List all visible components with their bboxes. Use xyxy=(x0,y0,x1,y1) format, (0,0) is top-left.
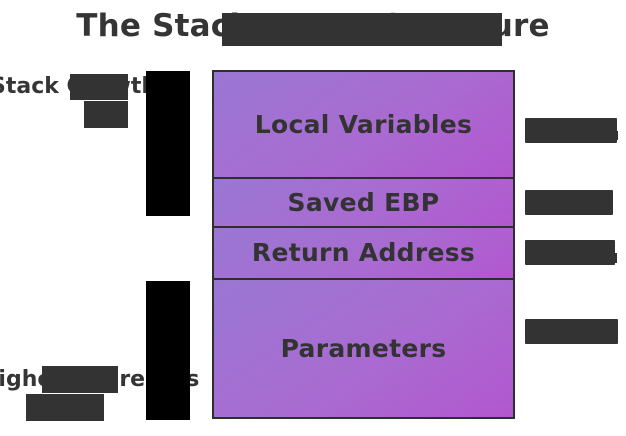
stack-cell-label: Return Address xyxy=(251,238,476,268)
higher-addresses-arrow-redaction xyxy=(146,281,190,420)
stack-cell-saved-ebp[interactable]: Saved EBP xyxy=(214,178,513,229)
stack-cell-label: Saved EBP xyxy=(287,187,440,217)
title-redaction-overlay xyxy=(222,13,502,46)
stack-cell-return-address[interactable]: Return Address xyxy=(214,228,513,280)
stack-growth-redaction-2 xyxy=(84,101,128,128)
stack-cell-label: Parameters xyxy=(280,333,447,363)
annotation-redaction-tail-3 xyxy=(609,253,617,263)
higher-addresses-redaction-2 xyxy=(26,394,104,421)
stack-growth-arrow-redaction xyxy=(146,71,190,216)
annotation-redaction-parameters xyxy=(525,319,618,344)
stack-growth-redaction-1 xyxy=(70,74,128,100)
stack-frame-box: Local Variables Saved EBP Return Address… xyxy=(212,70,515,419)
stack-cell-parameters[interactable]: Parameters xyxy=(214,279,513,417)
annotation-redaction-return-address xyxy=(525,240,615,265)
stack-cell-label: Local Variables xyxy=(254,109,473,139)
annotation-redaction-local-variables xyxy=(525,118,617,143)
higher-addresses-redaction-1 xyxy=(42,366,118,393)
annotation-redaction-tail-1 xyxy=(611,131,618,140)
stack-cell-local-variables[interactable]: Local Variables xyxy=(214,72,513,179)
annotation-redaction-saved-ebp xyxy=(525,190,613,215)
